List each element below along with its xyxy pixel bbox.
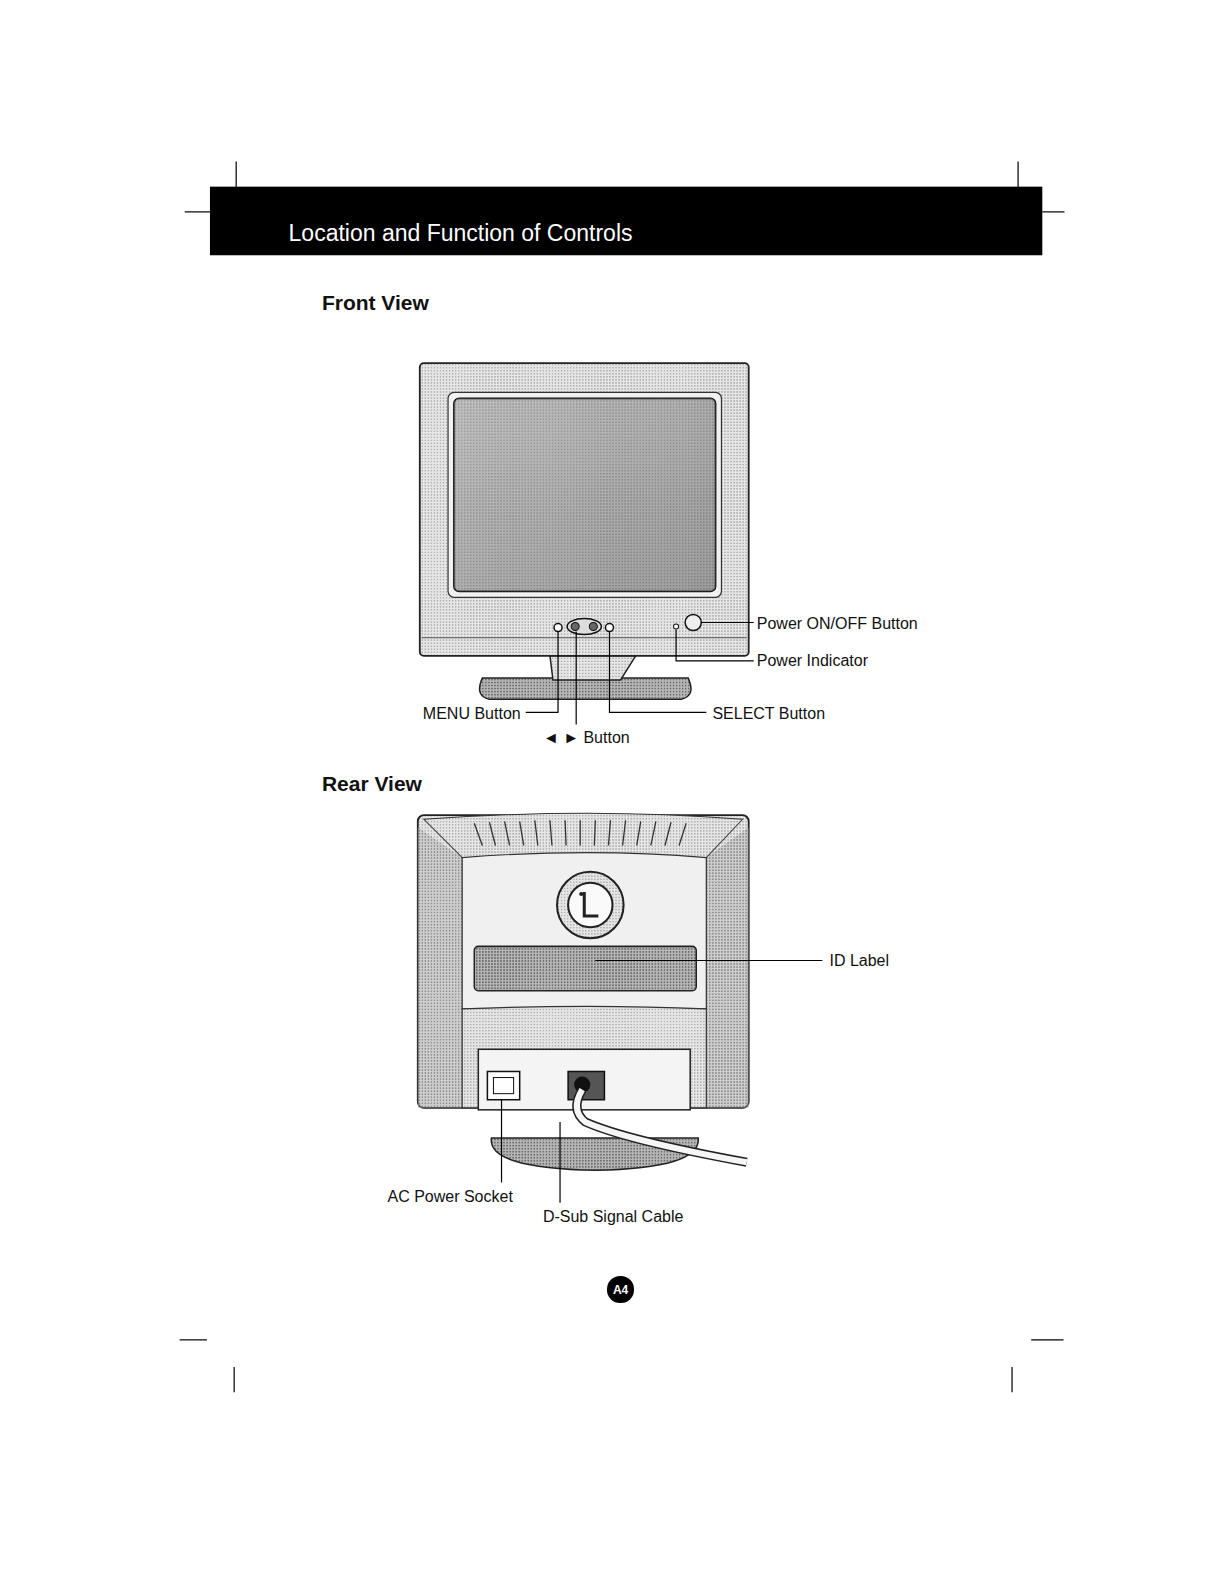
page-number-disc: A4 bbox=[607, 1276, 633, 1302]
page-title: Location and Function of Controls bbox=[289, 221, 633, 246]
part-label: Power Indicator bbox=[757, 652, 868, 670]
part-label: ◄ ► Button bbox=[543, 729, 630, 747]
rear-monitor bbox=[418, 813, 823, 1202]
part-label: Power ON/OFF Button bbox=[757, 615, 918, 633]
front-monitor bbox=[420, 363, 754, 724]
part-label: MENU Button bbox=[423, 705, 521, 723]
part-label: ID Label bbox=[829, 952, 889, 970]
page-number: A4 bbox=[613, 1283, 628, 1297]
part-label: SELECT Button bbox=[712, 705, 825, 723]
section-heading: Front View bbox=[322, 291, 429, 314]
title-band bbox=[210, 187, 1042, 256]
section-heading: Rear View bbox=[322, 772, 422, 795]
part-label: AC Power Socket bbox=[387, 1188, 512, 1206]
part-label: D-Sub Signal Cable bbox=[543, 1208, 684, 1226]
